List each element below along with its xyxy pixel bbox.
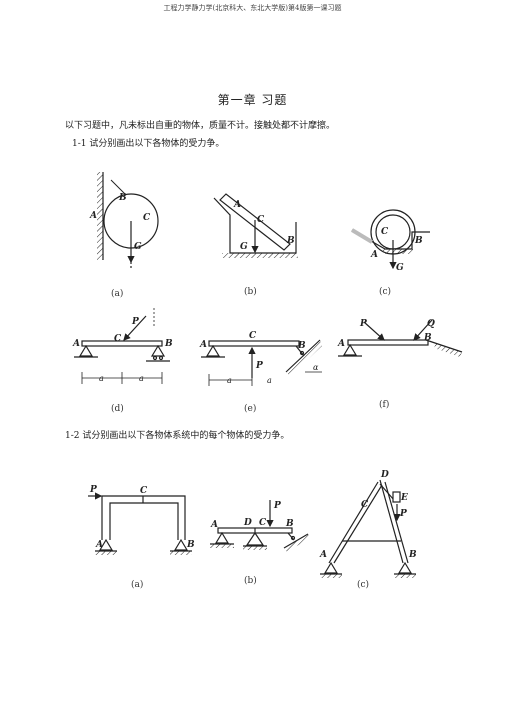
- figure-1-1b: [213, 193, 298, 258]
- label-C: C: [249, 331, 257, 341]
- caption-c: (c): [357, 579, 369, 590]
- figure-1-1f: [338, 319, 463, 357]
- caption-b: (b): [244, 575, 257, 586]
- labels-1-1d: P C A B a a: [72, 317, 173, 383]
- caption-f: (f): [379, 399, 389, 410]
- caption-e: (e): [244, 403, 256, 414]
- label-B: B: [414, 236, 423, 246]
- page-header: 工程力学静力学(北京科大、东北大学版)第4版第一课习题: [163, 4, 342, 12]
- question-1-1: 1-1 试分别画出以下各物体的受力争。: [72, 139, 225, 149]
- labels-1-2b: P A D C B: [210, 501, 294, 530]
- label-A: A: [210, 520, 218, 530]
- label-P: P: [399, 509, 407, 519]
- label-D: D: [243, 518, 252, 528]
- labels-1-1b: A C G B: [233, 200, 295, 252]
- label-G: G: [396, 263, 404, 273]
- dim-a: a: [227, 376, 232, 385]
- label-A: A: [72, 339, 80, 349]
- intro-text: 以下习题中，凡未标出自重的物体，质量不计。接触处都不计摩擦。: [65, 121, 336, 131]
- labels-1-1f: P Q A B: [337, 319, 435, 349]
- figure-1-1e: [201, 339, 322, 386]
- label-B: B: [423, 333, 432, 343]
- labels-1-2c: D C E P A B: [319, 470, 417, 560]
- captions-1-2: (a) (b) (c): [131, 575, 369, 590]
- label-G: G: [240, 242, 248, 252]
- dim-a: a: [139, 374, 144, 383]
- label-B: B: [408, 550, 417, 560]
- chapter-title: 第一章 习题: [217, 93, 288, 107]
- label-C: C: [259, 518, 267, 528]
- caption-b: (b): [244, 286, 257, 297]
- label-B: B: [285, 519, 294, 529]
- label-C: C: [361, 500, 369, 510]
- label-G: G: [134, 242, 142, 252]
- figure-1-1d: [74, 308, 170, 384]
- label-C: C: [381, 227, 389, 237]
- labels-1-1c: C B A G: [370, 227, 423, 273]
- labels-1-2a: P C A B: [89, 485, 195, 550]
- label-C: C: [114, 334, 122, 344]
- label-A: A: [337, 339, 345, 349]
- figure-1-2c: [320, 479, 416, 578]
- label-B: B: [186, 540, 195, 550]
- figure-1-1a: [97, 172, 159, 268]
- label-A: A: [199, 340, 207, 350]
- caption-a: (a): [111, 288, 123, 299]
- labels-1-1a: A B C G: [89, 193, 151, 252]
- label-B: B: [286, 236, 295, 246]
- label-A: A: [233, 200, 241, 210]
- dim-a: a: [99, 374, 104, 383]
- label-A: A: [370, 250, 378, 260]
- figure-1-2a: [88, 492, 192, 555]
- label-Q: Q: [427, 319, 435, 329]
- label-A: A: [89, 211, 97, 221]
- label-B: B: [297, 341, 306, 351]
- label-P: P: [273, 501, 281, 511]
- dim-a: a: [267, 376, 272, 385]
- label-C: C: [257, 215, 265, 225]
- figure-1-2b: [210, 500, 310, 552]
- label-B: B: [164, 339, 173, 349]
- caption-d: (d): [111, 403, 124, 414]
- caption-c: (c): [379, 286, 391, 297]
- dim-alpha: α: [313, 363, 319, 372]
- caption-a: (a): [131, 579, 143, 590]
- label-P: P: [255, 361, 263, 371]
- label-A: A: [95, 540, 103, 550]
- label-B: B: [118, 193, 127, 203]
- question-1-2: 1-2 试分别画出以下各物体系统中的每个物体的受力争。: [65, 431, 290, 441]
- label-E: E: [400, 493, 408, 503]
- label-D: D: [380, 470, 389, 480]
- label-C: C: [140, 486, 148, 496]
- captions-1-1: (a) (b) (c) (d) (e) (f): [111, 286, 391, 414]
- labels-1-1e: C A B P a a α: [199, 331, 319, 385]
- label-P: P: [89, 485, 97, 495]
- label-P: P: [131, 317, 139, 327]
- figure-1-1c: [350, 209, 430, 270]
- label-C: C: [143, 213, 151, 223]
- label-P: P: [359, 319, 367, 329]
- label-A: A: [319, 550, 327, 560]
